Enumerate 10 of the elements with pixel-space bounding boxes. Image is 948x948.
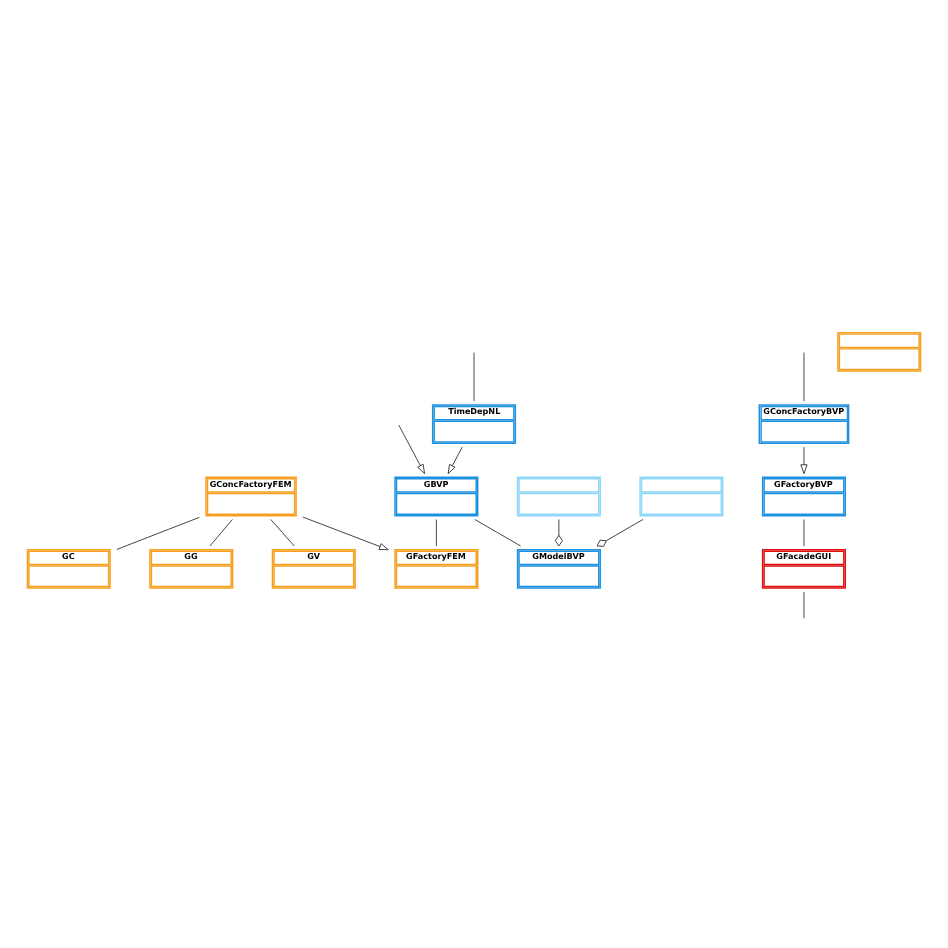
arrow — [302, 516, 389, 551]
connector — [209, 519, 233, 547]
connector — [554, 519, 563, 547]
arrow — [447, 446, 463, 474]
connector — [596, 519, 644, 547]
connector — [474, 519, 521, 547]
connector — [270, 519, 295, 547]
arrow — [398, 424, 425, 474]
connector — [116, 517, 200, 550]
arrow — [800, 446, 808, 474]
